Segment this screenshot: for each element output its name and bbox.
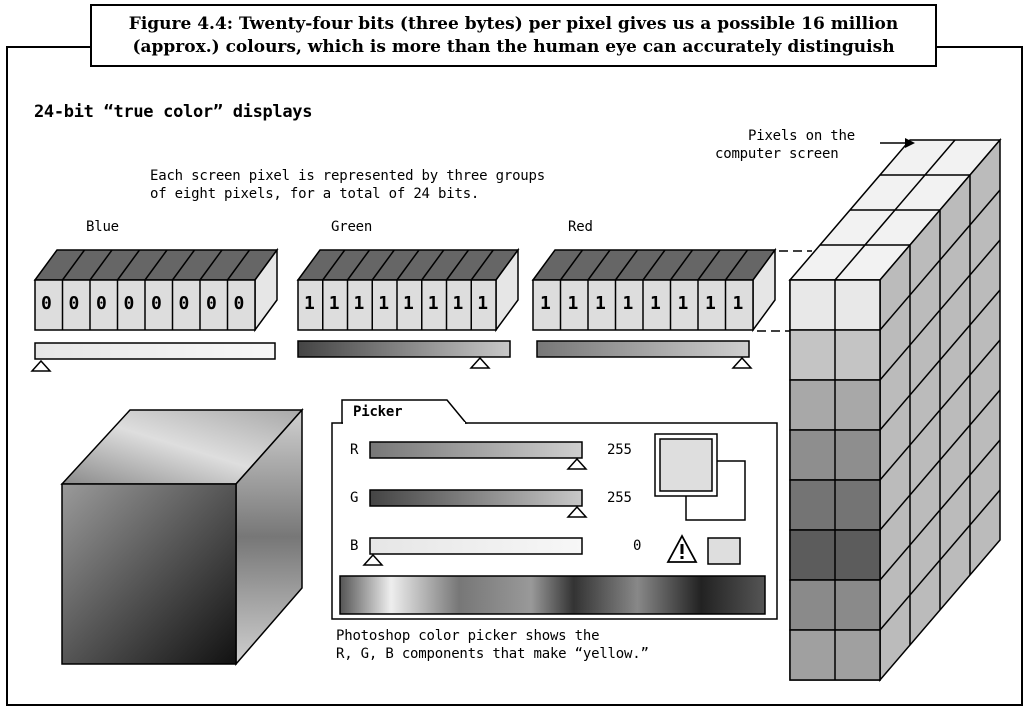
bit-cell: 1 xyxy=(378,293,389,314)
group-label-red: Red xyxy=(568,219,593,235)
picker-b-label: B xyxy=(350,538,359,554)
picker-g-slider[interactable] xyxy=(369,489,583,507)
group-label-green: Green xyxy=(331,219,373,235)
picker-g-value: 255 xyxy=(607,490,632,506)
blue-slider-handle xyxy=(30,359,52,372)
picker-b-value: 0 xyxy=(633,538,642,554)
picker-r-value: 255 xyxy=(607,442,632,458)
description-line-2: of eight pixels, for a total of 24 bits. xyxy=(150,186,480,202)
diagram-title: 24-bit “true color” displays xyxy=(34,102,313,122)
bit-cell: 1 xyxy=(705,293,716,314)
pixels-label-line-2: computer screen xyxy=(715,146,839,162)
color-swatch xyxy=(654,433,746,521)
group-label-blue: Blue xyxy=(86,219,119,235)
green-slider-track xyxy=(297,340,511,358)
out-of-gamut-swatch[interactable] xyxy=(707,537,741,565)
bit-cell: 1 xyxy=(353,293,365,314)
picker-tab-label[interactable]: Picker xyxy=(353,404,403,420)
warning-triangle-icon xyxy=(666,534,698,563)
picker-b-slider[interactable] xyxy=(369,537,583,555)
bit-cell: 1 xyxy=(732,293,744,314)
picker-b-handle[interactable] xyxy=(362,553,384,566)
bit-cell: 1 xyxy=(452,293,464,314)
bit-cell: 0 xyxy=(68,293,80,314)
bit-cell: 0 xyxy=(96,293,107,314)
pixels-label-arrow xyxy=(880,138,915,148)
picker-r-handle[interactable] xyxy=(566,457,588,470)
red-slider-handle xyxy=(731,356,753,369)
green-slider-handle xyxy=(469,356,491,369)
bit-cell: 1 xyxy=(677,293,689,314)
blue-byte-group xyxy=(30,247,279,372)
caption-line-1: Figure 4.4: Twenty-four bits (three byte… xyxy=(128,14,899,34)
picker-g-label: G xyxy=(350,490,359,506)
picker-r-slider[interactable] xyxy=(369,441,583,459)
description-line-1: Each screen pixel is represented by thre… xyxy=(150,168,545,184)
bit-cell: 1 xyxy=(567,293,579,314)
red-byte-group xyxy=(531,247,777,369)
bit-cell: 1 xyxy=(477,293,488,314)
bit-cell: 1 xyxy=(328,293,340,314)
bit-cell: 1 xyxy=(427,293,439,314)
green-byte-group xyxy=(296,247,520,369)
picker-caption-line-2: R, G, B components that make “yellow.” xyxy=(336,646,649,662)
bit-cell: 0 xyxy=(41,293,52,314)
connector-lines xyxy=(757,250,812,332)
red-slider-track xyxy=(536,340,750,358)
color-cube xyxy=(60,408,304,667)
bit-cell: 0 xyxy=(123,293,135,314)
picker-caption-line-1: Photoshop color picker shows the xyxy=(336,628,600,644)
bit-cell: 1 xyxy=(403,293,414,314)
bit-cell: 1 xyxy=(304,293,315,314)
bit-cell: 0 xyxy=(178,293,190,314)
color-picker-panel xyxy=(331,399,778,620)
caption-line-2: (approx.) colours, which is more than th… xyxy=(132,37,895,57)
bit-cell: 0 xyxy=(233,293,245,314)
figure-caption: Figure 4.4: Twenty-four bits (three byte… xyxy=(90,4,937,67)
pixels-label-line-1: Pixels on the xyxy=(748,128,855,144)
color-spectrum-bar[interactable] xyxy=(339,575,766,615)
bit-cell: 1 xyxy=(650,293,661,314)
bit-cell: 1 xyxy=(595,293,606,314)
picker-g-handle[interactable] xyxy=(566,505,588,518)
bit-cell: 0 xyxy=(206,293,217,314)
bit-cell: 1 xyxy=(622,293,634,314)
pixel-grid xyxy=(788,137,1002,683)
bit-cell: 1 xyxy=(540,293,551,314)
picker-r-label: R xyxy=(350,442,359,458)
blue-slider-track xyxy=(34,342,276,360)
bit-cell: 0 xyxy=(151,293,162,314)
